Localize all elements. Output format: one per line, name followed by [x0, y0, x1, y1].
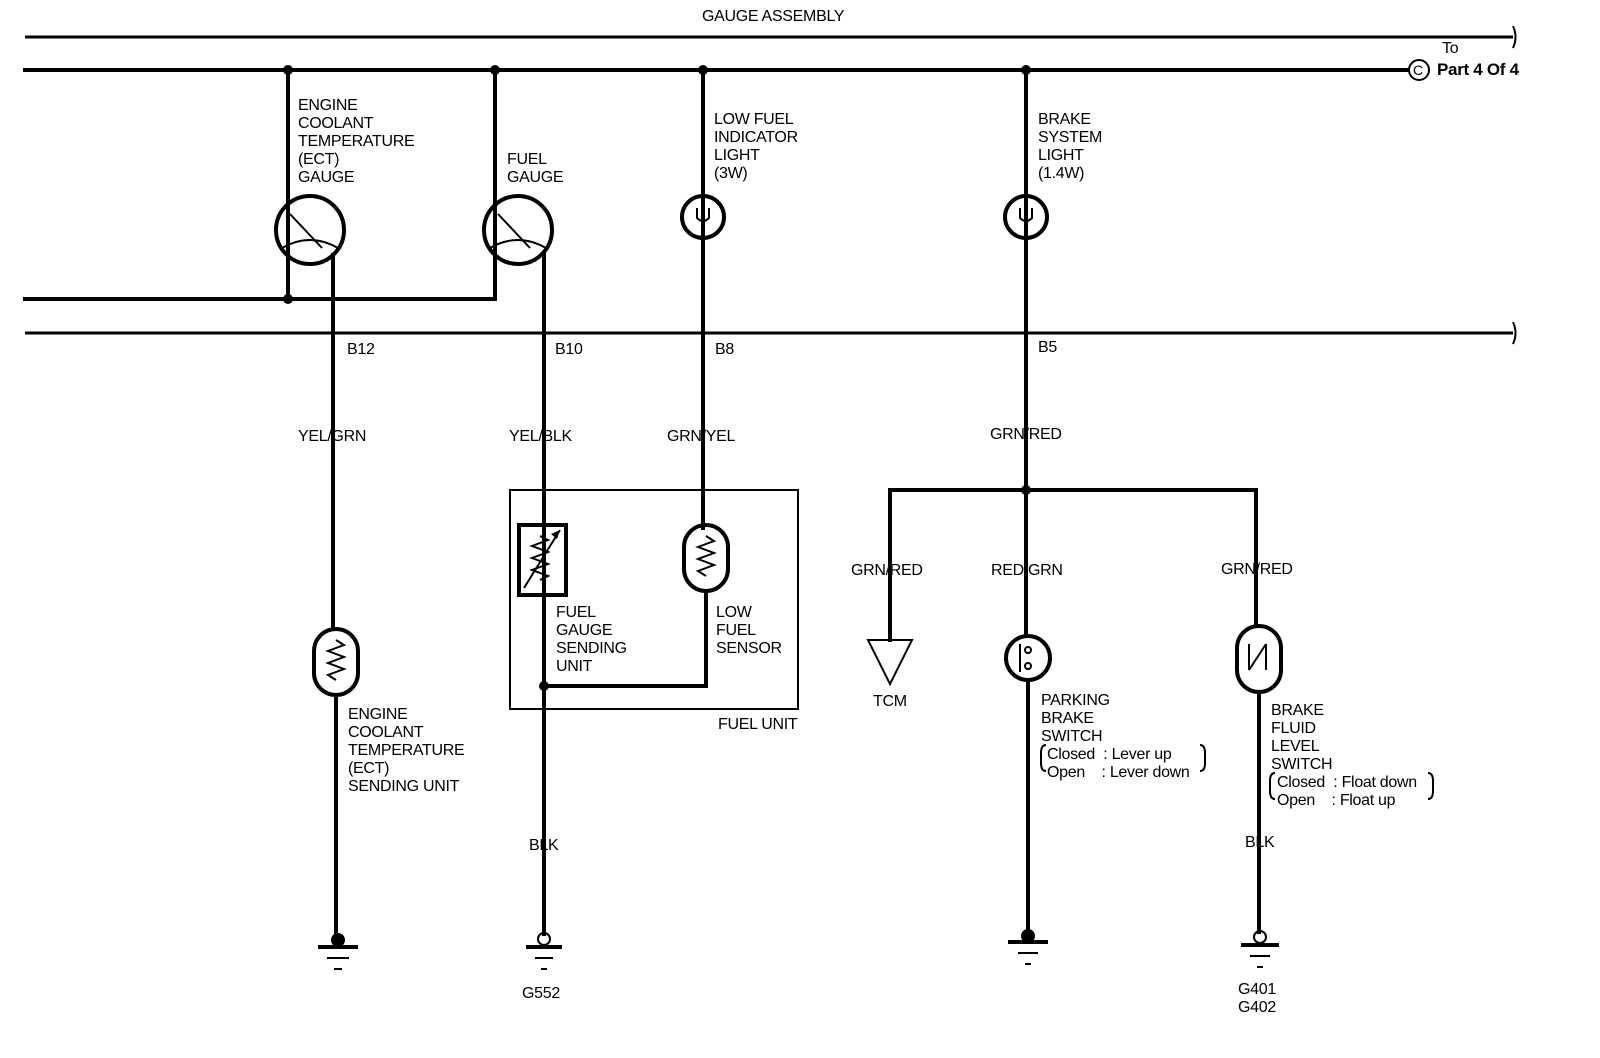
low-fuel-sensor-label: LOW FUEL SENSOR	[716, 604, 782, 657]
parking-brake-states: Closed : Lever up Open : Lever down	[1047, 746, 1190, 781]
parking-brake-switch-label: PARKING BRAKE SWITCH	[1041, 692, 1110, 745]
rheostat-arrowhead	[551, 530, 560, 539]
ect-gauge-symbol	[274, 194, 346, 266]
offpage-to-label: To	[1442, 40, 1459, 57]
rheostat-arrow	[523, 529, 561, 589]
ect-sender-symbol	[312, 627, 360, 697]
wire-color-parking: RED/GRN	[991, 562, 1063, 579]
tcm-arrow	[866, 639, 914, 687]
junction-dot	[283, 294, 293, 304]
fuel-sender-rheostat	[517, 523, 568, 597]
pin-b12: B12	[347, 341, 375, 358]
pin-b8: B8	[715, 341, 734, 358]
offpage-connector-circle	[1408, 59, 1430, 81]
fuel-gauge-symbol	[482, 194, 554, 266]
gauge-scale	[489, 239, 547, 249]
low-fuel-sensor-symbol	[682, 523, 730, 593]
tcm-label: TCM	[873, 693, 907, 710]
bracket-right	[1427, 772, 1434, 800]
ground-g401: G401	[1238, 981, 1276, 998]
rheostat-resistor	[529, 535, 551, 581]
parking-brake-switch-symbol	[1004, 634, 1052, 682]
offpage-part-ref: Part 4 Of 4	[1437, 60, 1519, 79]
bracket-left	[1269, 772, 1276, 800]
bracket-left	[1040, 744, 1047, 772]
switch-terminal	[1024, 646, 1032, 654]
brake-fluid-switch-label: BRAKE FLUID LEVEL SWITCH	[1271, 702, 1333, 773]
brake-light-label: BRAKE SYSTEM LIGHT (1.4W)	[1038, 111, 1102, 182]
fuel-unit-box	[509, 489, 799, 710]
bracket-right	[1199, 744, 1206, 772]
brake-fluid-states: Closed : Float down Open : Float up	[1277, 774, 1417, 809]
switch-terminal	[1024, 662, 1032, 670]
brake-light-bulb	[1003, 194, 1049, 240]
gauge-needle	[497, 213, 531, 249]
fuel-unit-label: FUEL UNIT	[718, 716, 798, 733]
fuel-gauge-label: FUEL GAUGE	[507, 151, 564, 186]
pin-b5: B5	[1038, 339, 1057, 356]
ground-g402: G402	[1238, 999, 1276, 1016]
ect-sender-resistor	[325, 639, 347, 681]
bulb-filament	[1019, 208, 1033, 222]
bulb-filament	[696, 208, 710, 222]
fluid-switch-symbol	[1235, 624, 1283, 694]
wire-color-low-fuel: GRN/YEL	[667, 428, 736, 445]
bus-break-top	[1512, 25, 1517, 49]
pin-b10: B10	[555, 341, 583, 358]
wire-color-brake: GRN/RED	[990, 426, 1062, 443]
wire-color-fluid: GRN/RED	[1221, 561, 1293, 578]
fuel-sender-label: FUEL GAUGE SENDING UNIT	[556, 604, 627, 675]
gauge-assembly-title: GAUGE ASSEMBLY	[702, 8, 845, 25]
ect-gauge-label: ENGINE COOLANT TEMPERATURE (ECT) GAUGE	[298, 97, 415, 186]
low-fuel-sensor-resistor	[695, 535, 717, 577]
ground-junction	[331, 933, 345, 947]
wire-color-ect: YEL/GRN	[298, 428, 367, 445]
low-fuel-light-label: LOW FUEL INDICATOR LIGHT (3W)	[714, 111, 798, 182]
fluid-switch-contacts	[1248, 643, 1267, 671]
wire-color-fuel-ground: BLK	[529, 837, 559, 854]
wire-color-fluid-ground: BLK	[1245, 834, 1275, 851]
wire-color-fuel: YEL/BLK	[509, 428, 572, 445]
offpage-connector-letter: C	[1413, 62, 1423, 78]
gauge-needle	[289, 213, 323, 249]
ground-g552: G552	[522, 985, 560, 1002]
ect-sender-label: ENGINE COOLANT TEMPERATURE (ECT) SENDING…	[348, 706, 465, 795]
wire-color-tcm: GRN/RED	[851, 562, 923, 579]
gauge-scale	[281, 239, 339, 249]
ground-junction	[1021, 929, 1035, 943]
bus-break-bottom	[1512, 321, 1517, 345]
